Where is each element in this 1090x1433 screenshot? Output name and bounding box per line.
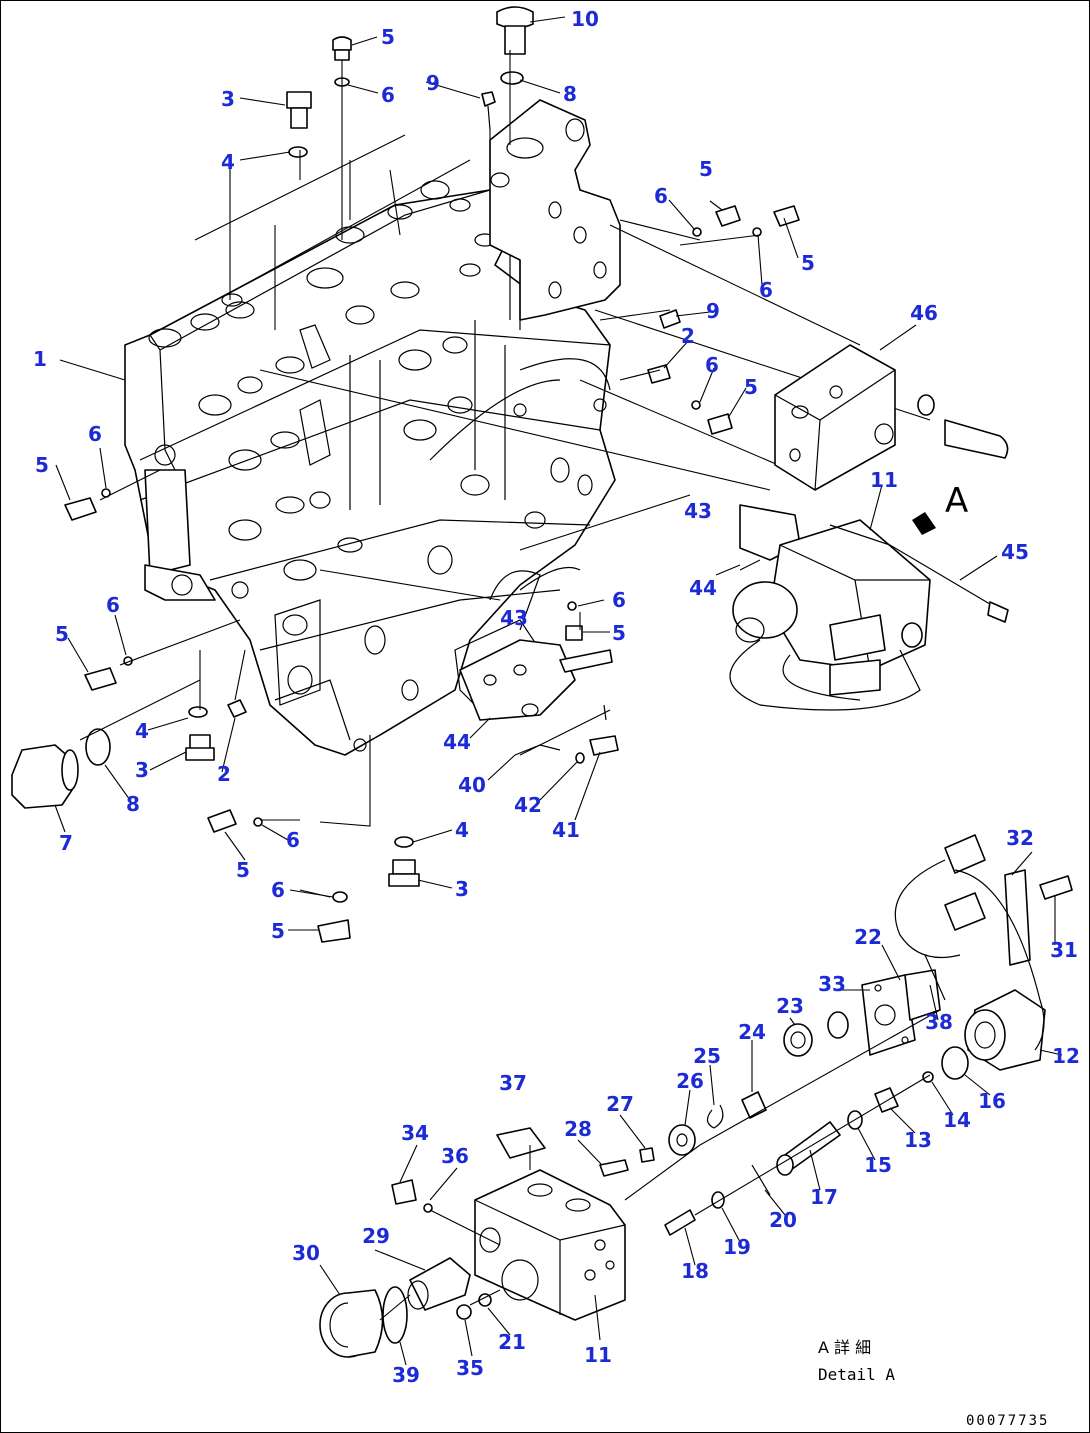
callout-16: 16 xyxy=(978,1089,1006,1113)
main-valve-body xyxy=(124,180,616,756)
callout-5: 5 xyxy=(271,919,285,943)
callout-2: 2 xyxy=(681,324,695,348)
callout-12: 12 xyxy=(1052,1044,1080,1068)
leader-lines xyxy=(79,50,931,898)
callout-6: 6 xyxy=(271,878,285,902)
callout-38: 38 xyxy=(925,1010,953,1034)
callout-32: 32 xyxy=(1006,826,1034,850)
callout-6: 6 xyxy=(88,422,102,446)
callout-5: 5 xyxy=(699,157,713,181)
drawing-code: 00077735 xyxy=(966,1413,1049,1429)
callout-40: 40 xyxy=(458,773,486,797)
callout-4: 4 xyxy=(221,150,235,174)
callout-35: 35 xyxy=(456,1356,484,1380)
callout-5: 5 xyxy=(236,858,250,882)
callout-41: 41 xyxy=(552,818,580,842)
solenoid-block-46 xyxy=(774,344,1009,491)
pointer-arrow-icon xyxy=(912,512,936,535)
callout-5: 5 xyxy=(35,453,49,477)
callout-17: 17 xyxy=(810,1185,838,1209)
callout-45: 45 xyxy=(1001,540,1029,564)
callout-29: 29 xyxy=(362,1224,390,1248)
callout-6: 6 xyxy=(381,83,395,107)
callout-15: 15 xyxy=(864,1153,892,1177)
callout-19: 19 xyxy=(723,1235,751,1259)
callout-27: 27 xyxy=(606,1092,634,1116)
callout-3: 3 xyxy=(135,758,149,782)
callout-33: 33 xyxy=(818,972,846,996)
detail-a-lines xyxy=(379,1009,941,1321)
callout-9: 9 xyxy=(426,71,440,95)
callout-4: 4 xyxy=(455,818,469,842)
callout-2: 2 xyxy=(217,762,231,786)
callout-24: 24 xyxy=(738,1020,766,1044)
callout-13: 13 xyxy=(904,1128,932,1152)
callout-44: 44 xyxy=(443,730,471,754)
callout-43: 43 xyxy=(684,499,712,523)
callout-6: 6 xyxy=(759,278,773,302)
callout-43: 43 xyxy=(500,606,528,630)
callout-3: 3 xyxy=(455,877,469,901)
callout-7: 7 xyxy=(59,831,73,855)
detail-a-exploded xyxy=(319,834,1073,1358)
callout-39: 39 xyxy=(392,1363,420,1387)
callout-10: 10 xyxy=(571,7,599,31)
callout-5: 5 xyxy=(55,622,69,646)
callout-23: 23 xyxy=(776,994,804,1018)
callout-1: 1 xyxy=(33,347,47,371)
callout-8: 8 xyxy=(563,82,577,106)
callout-30: 30 xyxy=(292,1241,320,1265)
callout-21: 21 xyxy=(498,1330,526,1354)
detail-caption-en: Detail A xyxy=(818,1365,895,1384)
callout-11: 11 xyxy=(584,1343,612,1367)
service-valve-block xyxy=(489,99,621,330)
callout-46: 46 xyxy=(910,301,938,325)
callout-4: 4 xyxy=(135,719,149,743)
callout-42: 42 xyxy=(514,793,542,817)
callout-14: 14 xyxy=(943,1108,971,1132)
callout-6: 6 xyxy=(654,184,668,208)
callout-6: 6 xyxy=(106,593,120,617)
callout-22: 22 xyxy=(854,925,882,949)
callout-6: 6 xyxy=(286,828,300,852)
callout-28: 28 xyxy=(564,1117,592,1141)
callout-34: 34 xyxy=(401,1121,429,1145)
callout-9: 9 xyxy=(706,299,720,323)
callout-31: 31 xyxy=(1050,938,1078,962)
callout-5: 5 xyxy=(744,375,758,399)
callout-6: 6 xyxy=(612,588,626,612)
callout-6: 6 xyxy=(705,353,719,377)
callout-8: 8 xyxy=(126,792,140,816)
callout-5: 5 xyxy=(612,621,626,645)
valve-11-assembly xyxy=(729,504,1009,711)
callout-37: 37 xyxy=(499,1071,527,1095)
callout-26: 26 xyxy=(676,1069,704,1093)
callout-5: 5 xyxy=(801,251,815,275)
callout-36: 36 xyxy=(441,1144,469,1168)
callout-leaders xyxy=(54,16,1063,1366)
fittings-group xyxy=(11,6,800,943)
callout-20: 20 xyxy=(769,1208,797,1232)
callout-44: 44 xyxy=(689,576,717,600)
callout-11: 11 xyxy=(870,468,898,492)
callout-3: 3 xyxy=(221,87,235,111)
callout-25: 25 xyxy=(693,1044,721,1068)
view-marker-a: A xyxy=(945,481,968,521)
callout-5: 5 xyxy=(381,25,395,49)
pilot-valve-44 xyxy=(459,639,619,764)
callout-18: 18 xyxy=(681,1259,709,1283)
detail-caption-jp: A 詳 細 xyxy=(818,1338,871,1357)
